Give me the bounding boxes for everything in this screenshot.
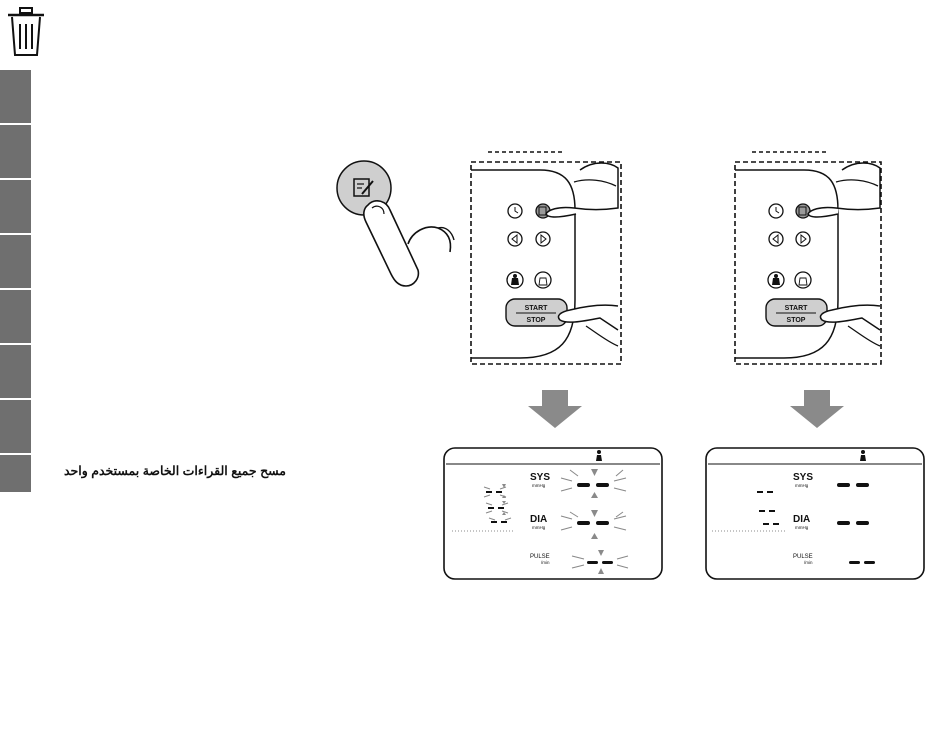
- svg-text:DIA: DIA: [530, 514, 547, 525]
- device-panel-2: START STOP: [735, 152, 881, 364]
- down-arrow-icon: [528, 390, 582, 428]
- svg-text:/min: /min: [541, 560, 550, 565]
- svg-text:mmHg: mmHg: [532, 525, 546, 530]
- user2-icon: [535, 272, 551, 288]
- svg-text:DIA: DIA: [793, 514, 810, 525]
- svg-text:SYS: SYS: [793, 472, 813, 483]
- svg-text:SYS: SYS: [530, 472, 550, 483]
- svg-text:mmHg: mmHg: [795, 483, 809, 488]
- device-panel-1: START STOP: [471, 152, 621, 364]
- svg-text:START: START: [525, 305, 549, 312]
- lcd-display-2: SYS mmHg DIA mmHg PULSE /min: [706, 448, 924, 579]
- svg-text:mmHg: mmHg: [795, 525, 809, 530]
- svg-text:mmHg: mmHg: [532, 483, 546, 488]
- user2-icon: [795, 272, 811, 288]
- memory-button-closeup: [337, 161, 454, 286]
- right-arrow-icon: [536, 232, 550, 246]
- left-arrow-icon: [769, 232, 783, 246]
- memory-edit-icon: [796, 204, 810, 218]
- svg-text:STOP: STOP: [787, 317, 806, 324]
- svg-text:STOP: STOP: [527, 317, 546, 324]
- svg-text:/min: /min: [804, 560, 813, 565]
- lcd-display-1: SYS mmHg DIA mmHg PULSE /min: [444, 448, 662, 579]
- down-arrow-icon: [790, 390, 844, 428]
- svg-text:START: START: [785, 305, 809, 312]
- left-arrow-icon: [508, 232, 522, 246]
- right-arrow-icon: [796, 232, 810, 246]
